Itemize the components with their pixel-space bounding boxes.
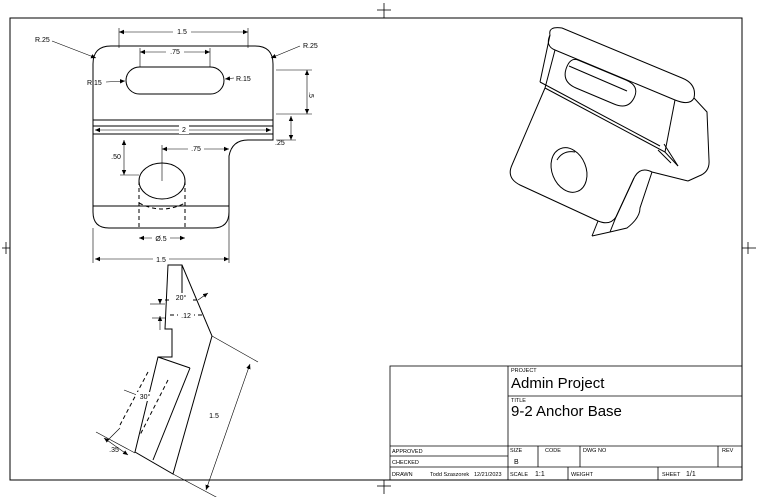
size-value: B <box>514 459 519 466</box>
sheet-label: SHEET <box>662 472 681 478</box>
approved-label: APPROVED <box>392 449 423 455</box>
code-label: CODE <box>545 448 561 454</box>
dim-thickness-35: .35 <box>109 447 119 454</box>
drawn-by: Todd Szaszorek <box>430 472 469 478</box>
dim-hole-diameter: Ø.5 <box>155 236 166 243</box>
drawn-date: 12/21/2023 <box>474 472 502 478</box>
scale-value: 1:1 <box>535 471 545 478</box>
title-value: 9-2 Anchor Base <box>511 403 622 420</box>
side-view <box>119 264 213 475</box>
title-label: TITLE <box>511 398 526 404</box>
dim-hole-offset: .50 <box>111 154 121 161</box>
centering-marks <box>2 3 756 494</box>
title-block <box>389 365 743 481</box>
isometric-view <box>509 27 710 237</box>
rev-label: REV <box>722 448 734 454</box>
dim-radius-right: R.25 <box>303 43 318 50</box>
top-view <box>92 45 274 229</box>
title-block-text: PROJECT Admin Project TITLE 9-2 Anchor B… <box>392 368 734 478</box>
dim-top-width: 1.5 <box>177 29 187 36</box>
dim-slot-radius-right: R.15 <box>236 76 251 83</box>
side-view-dimension-labels: 20° .12 30° 1.5 .35 <box>109 293 221 454</box>
side-view-dimensions <box>95 292 259 497</box>
dim-hole-center: .75 <box>191 146 201 153</box>
checked-label: CHECKED <box>392 460 419 466</box>
dim-overall-width: 2 <box>182 127 186 134</box>
dwg-no-label: DWG NO <box>583 448 607 454</box>
project-value: Admin Project <box>511 375 605 392</box>
dim-radius-left: R.25 <box>35 37 50 44</box>
dim-side-length: 1.5 <box>209 413 219 420</box>
dim-thickness-12: .12 <box>181 313 191 320</box>
size-label: SIZE <box>510 448 523 454</box>
dim-base-width: 1.5 <box>156 257 166 264</box>
dim-slot-radius-left: R.15 <box>87 80 102 87</box>
sheet-value: 1/1 <box>686 471 696 478</box>
dim-angle-20: 20° <box>176 294 187 302</box>
dim-tab-height: .5 <box>307 92 314 98</box>
drawn-label: DRAWN <box>392 472 413 478</box>
sheet-border <box>9 17 743 481</box>
dim-step: .25 <box>275 140 285 147</box>
project-label: PROJECT <box>511 368 537 374</box>
dim-angle-30: 30° <box>140 393 151 401</box>
dim-slot-length: .75 <box>170 49 180 56</box>
top-view-dimension-labels: 1.5 .75 R.25 R.25 R.15 R.15 .5 2 .25 .50… <box>35 27 318 264</box>
scale-label: SCALE <box>510 472 528 478</box>
weight-label: WEIGHT <box>571 472 594 478</box>
